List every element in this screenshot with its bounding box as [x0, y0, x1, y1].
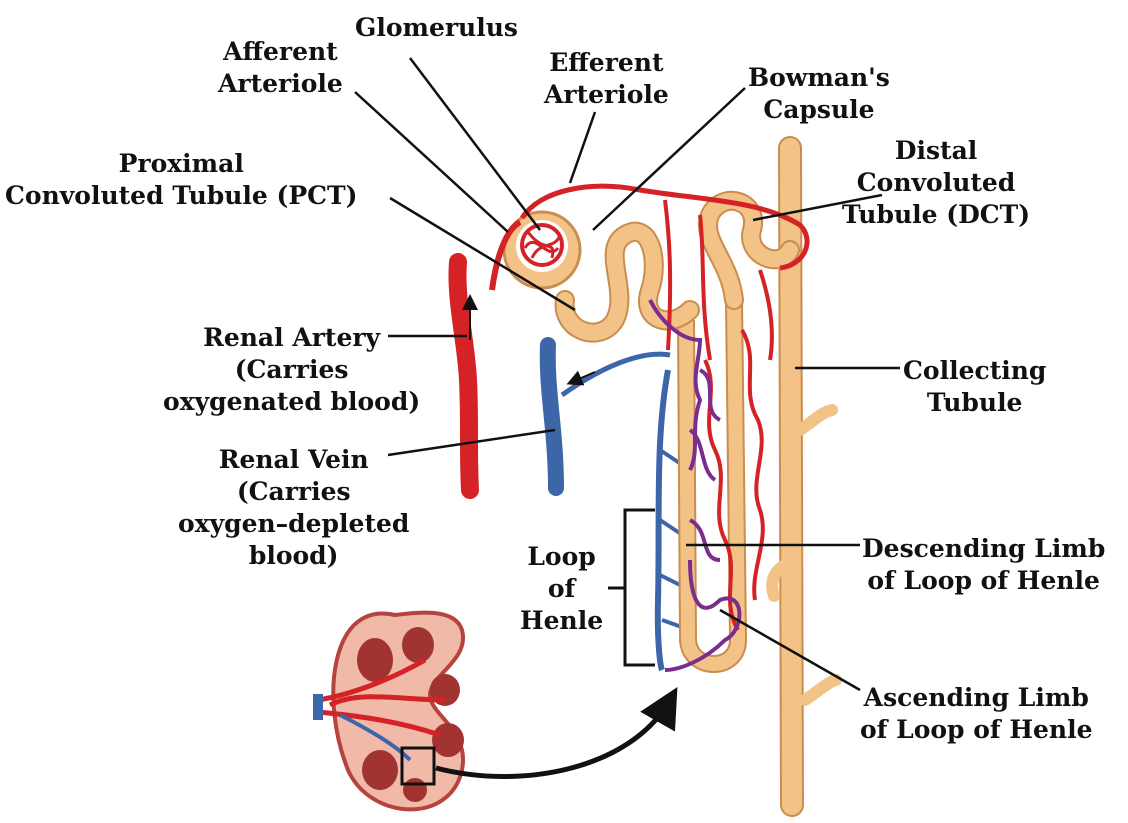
label-pct: Proximal Convoluted Tubule (PCT)	[5, 149, 358, 210]
label-collecting-tubule: Collecting Tubule	[903, 356, 1047, 417]
glomerulus-structure	[520, 223, 564, 267]
leader-lines	[354, 57, 900, 692]
renal-vein-vessel	[539, 337, 692, 672]
loop-of-henle-bracket	[608, 508, 655, 667]
leader-afferent	[354, 91, 509, 233]
label-efferent-arteriole: Efferent Arteriole	[544, 48, 669, 109]
leader-ascending	[719, 608, 861, 692]
leader-dct	[752, 193, 883, 222]
label-renal-vein: Renal Vein (Carries oxygen–depleted bloo…	[178, 445, 410, 570]
label-descending-limb: Descending Limb of Loop of Henle	[862, 534, 1106, 595]
peritubular-capillaries	[489, 183, 810, 672]
curved-arrow-icon	[435, 686, 678, 779]
leader-bowmans	[592, 87, 746, 231]
label-dct: Distal Convoluted Tubule (DCT)	[842, 136, 1031, 229]
label-bowmans-capsule: Bowman's Capsule	[748, 63, 890, 124]
leader-glomerulus	[409, 57, 541, 231]
kidney-illustration	[313, 610, 466, 812]
leader-pct	[389, 196, 576, 312]
label-ascending-limb: Ascending Limb of Loop of Henle	[860, 683, 1093, 744]
label-renal-artery: Renal Artery (Carries oxygenated blood)	[163, 323, 421, 416]
pct-tubule	[554, 221, 700, 343]
renal-artery-vessel	[448, 253, 479, 499]
leader-renal-vein	[387, 428, 556, 457]
loop-of-henle-tubule	[677, 299, 748, 673]
label-afferent-arteriole: Afferent Arteriole	[218, 37, 343, 98]
leader-efferent	[568, 111, 597, 184]
label-loop-of-henle: Loop of Henle	[520, 542, 604, 635]
label-glomerulus: Glomerulus	[355, 13, 518, 42]
